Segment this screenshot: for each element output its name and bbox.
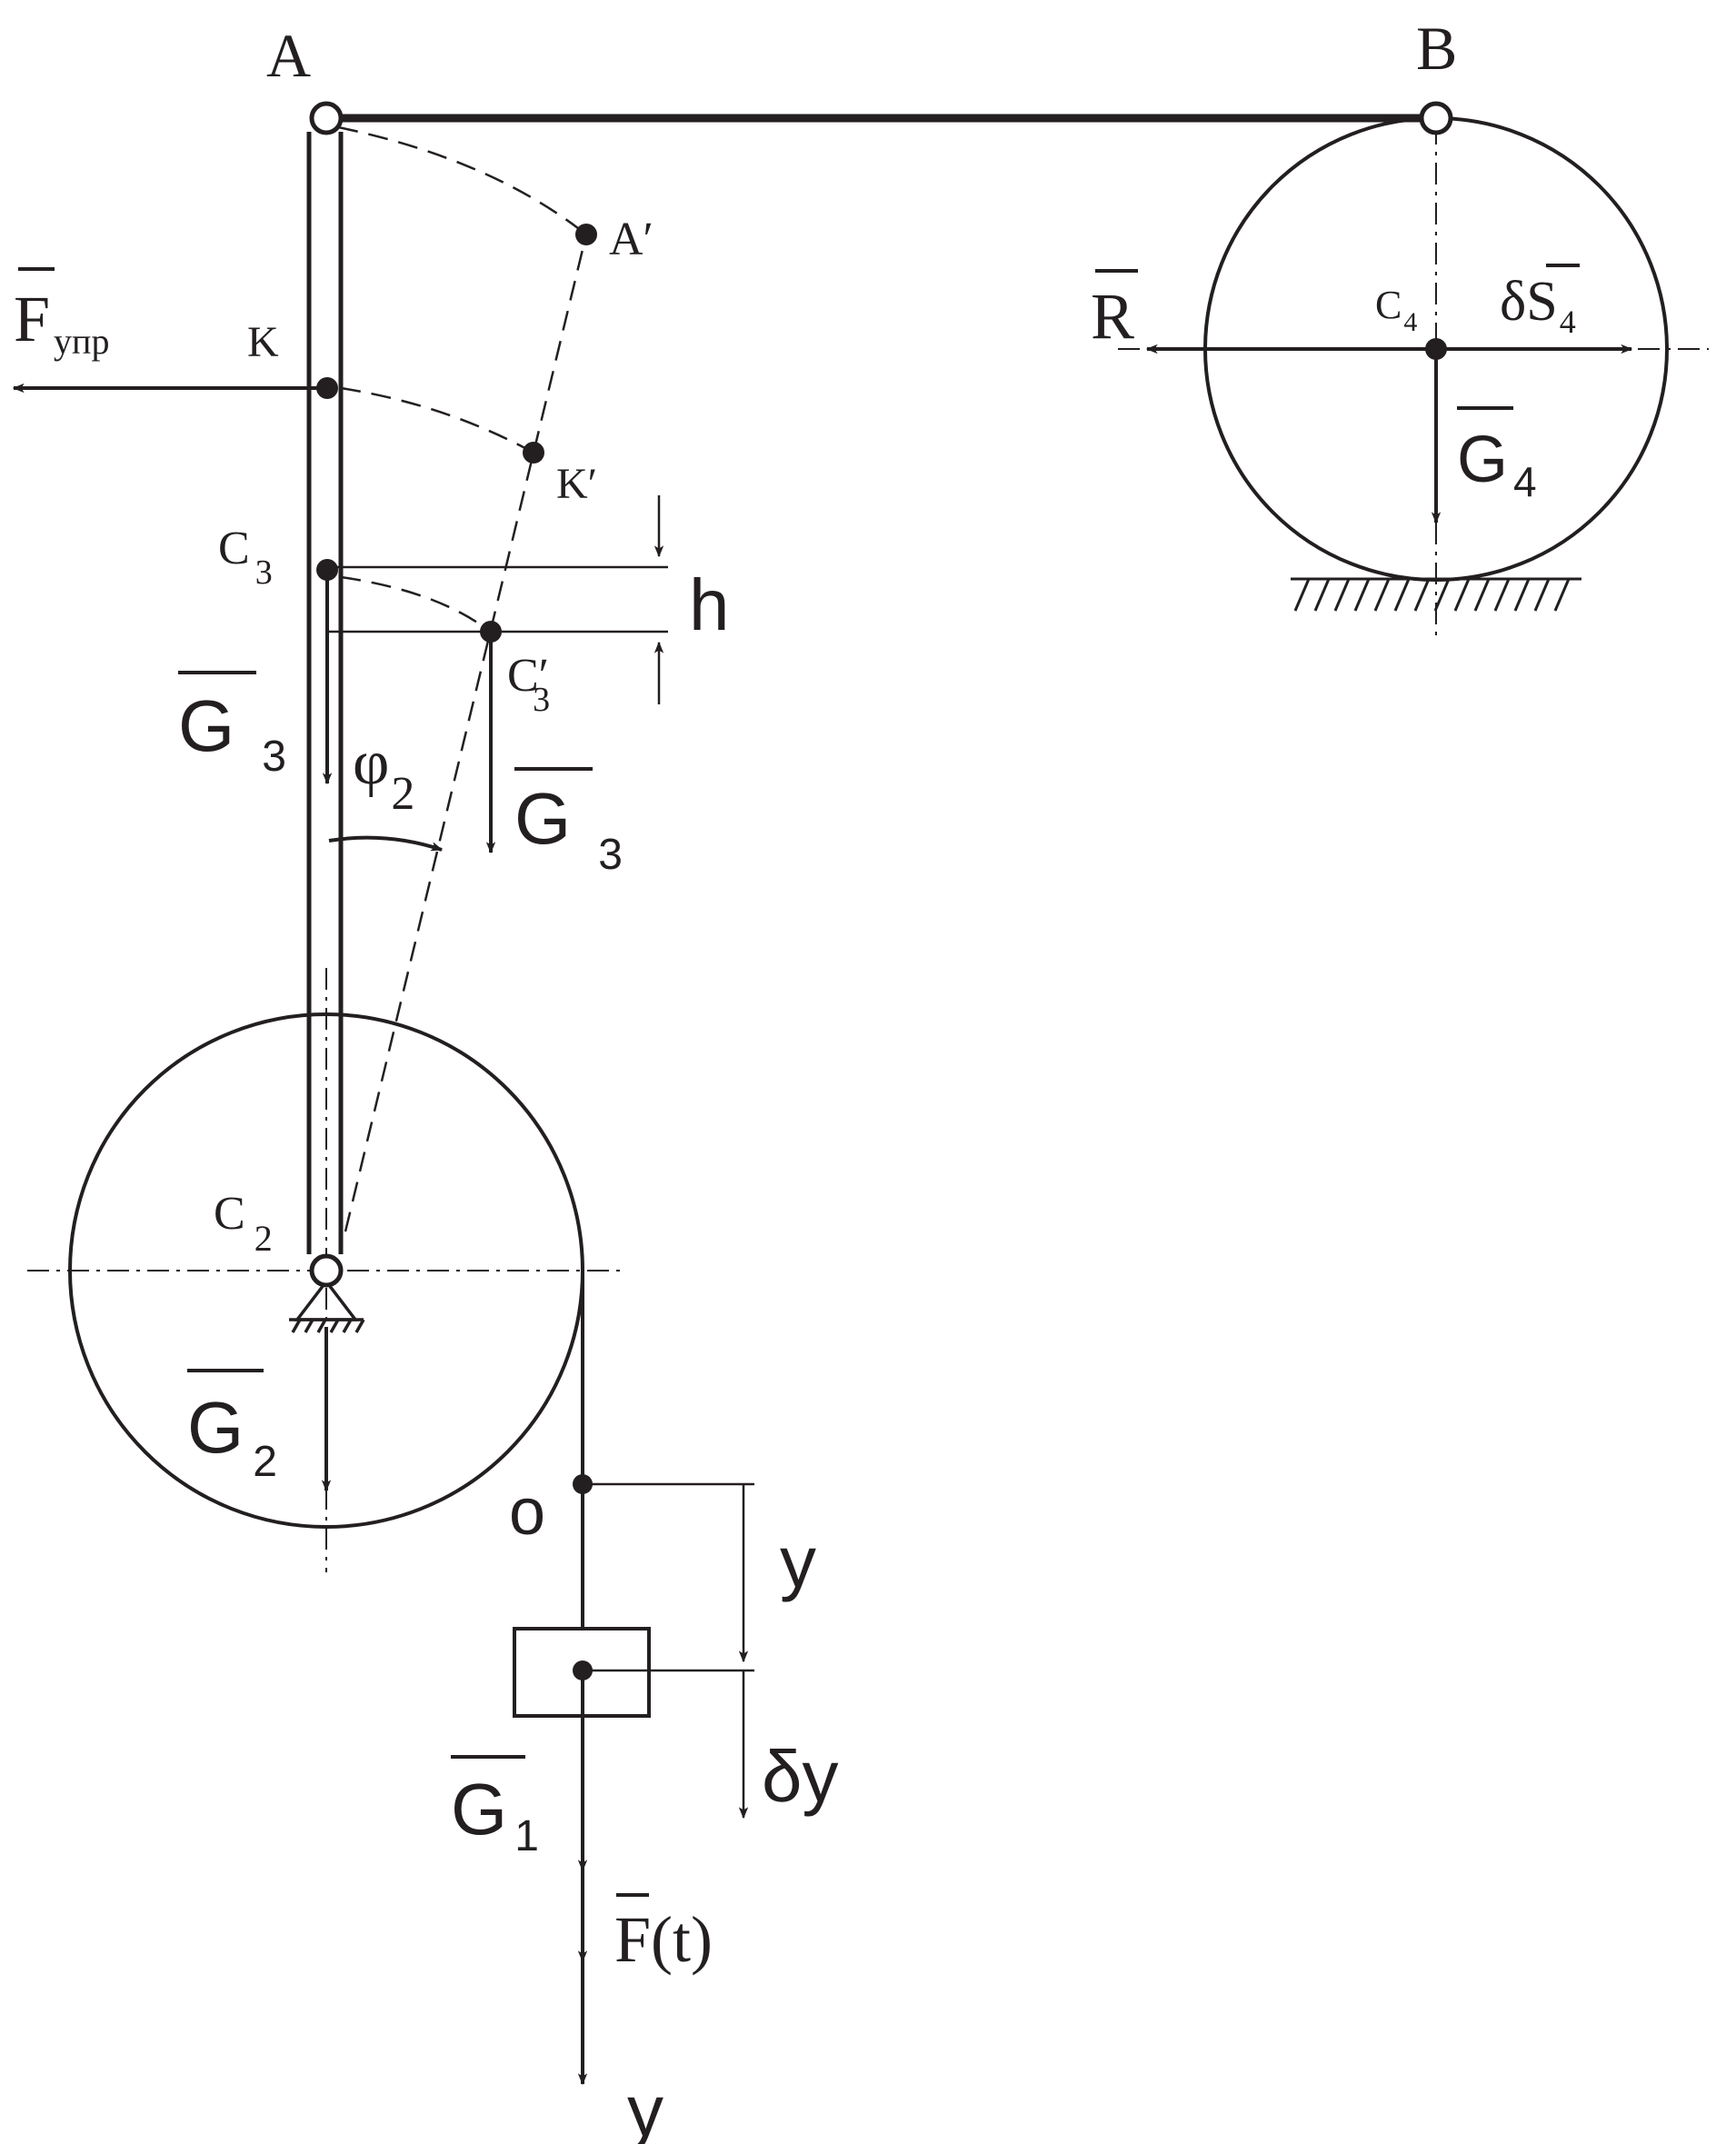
joints	[309, 101, 1453, 1288]
phi2-arrow	[328, 835, 444, 852]
point-c4	[1425, 338, 1447, 360]
label-y-bottom: y	[627, 2070, 663, 2144]
point-c3	[316, 559, 338, 581]
points	[316, 224, 1447, 1680]
force-arrows	[12, 344, 1633, 2086]
ground-hatch	[1291, 577, 1581, 612]
arc-c3	[340, 575, 490, 632]
label-ds4: δS4	[1500, 271, 1576, 340]
joint-c2	[309, 1253, 344, 1288]
joint-a	[309, 101, 344, 135]
center-lines	[27, 123, 1709, 1572]
label-k-prime: K′	[556, 460, 597, 508]
label-f-t: F(t)	[614, 1903, 713, 1976]
label-b: B	[1416, 14, 1457, 83]
pivot-support	[289, 1279, 365, 1333]
label-a: A	[266, 21, 311, 90]
point-k-prime	[523, 442, 544, 464]
label-a-prime: A′	[609, 214, 653, 265]
point-block-center	[573, 1660, 593, 1680]
point-c3-prime	[480, 621, 502, 643]
joint-b	[1419, 101, 1453, 135]
label-dy: δy	[762, 1736, 839, 1817]
label-c3-prime: C′3	[507, 650, 550, 719]
point-o	[573, 1474, 593, 1494]
label-c4: C4	[1375, 283, 1417, 337]
y-dimension	[583, 1482, 754, 1820]
label-phi2: φ2	[353, 728, 414, 820]
point-a-prime	[575, 224, 597, 245]
label-o: o	[509, 1476, 545, 1549]
point-k	[316, 377, 338, 399]
label-y-mid: y	[780, 1521, 816, 1602]
rotated-position	[337, 125, 588, 1232]
label-h: h	[689, 564, 730, 645]
arc-a	[337, 125, 587, 235]
arc-k	[340, 386, 534, 454]
label-k: K	[247, 318, 279, 366]
vector-overbars	[18, 264, 1580, 1897]
rotated-rod	[344, 234, 588, 1232]
label-r: R	[1091, 280, 1134, 353]
rod-3	[306, 132, 344, 1254]
